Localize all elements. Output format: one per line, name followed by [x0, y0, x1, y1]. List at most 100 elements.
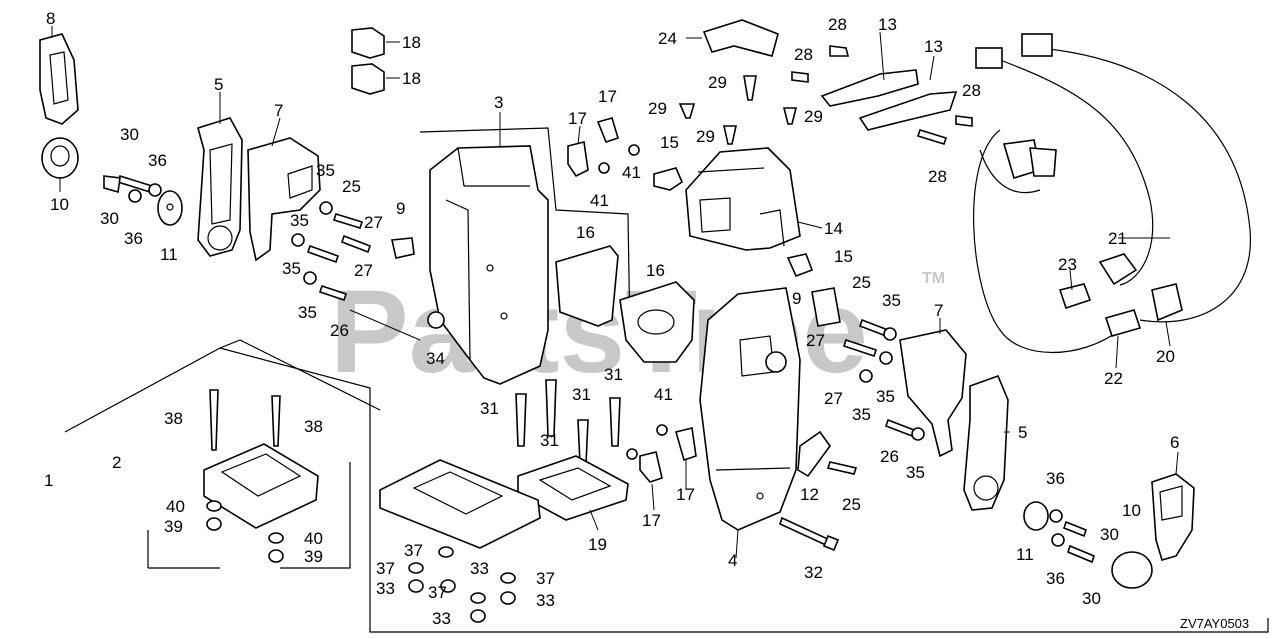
- callout-35: 35: [290, 211, 309, 230]
- part-16-plate-lower: [619, 281, 695, 363]
- part-24-cover-flap: [702, 19, 779, 57]
- callout-15: 15: [660, 133, 679, 152]
- part-17-41-clips-lower: [626, 424, 697, 483]
- part-31-bolts: [515, 379, 621, 465]
- callout-2: 2: [112, 453, 121, 472]
- callout-33: 33: [376, 579, 395, 598]
- part-hardware-right: [826, 318, 1095, 564]
- callout-30: 30: [120, 125, 139, 144]
- callout-24: 24: [658, 29, 677, 48]
- part-38-bolts: [209, 389, 281, 451]
- part-9-bushing-right: [811, 287, 841, 327]
- callout-36: 36: [1046, 569, 1065, 588]
- callout-16: 16: [646, 261, 665, 280]
- part-11-washer: [157, 190, 183, 226]
- part-3-housing-left: [427, 145, 549, 385]
- callout-32: 32: [804, 563, 823, 582]
- callout-35: 35: [876, 387, 895, 406]
- callout-27: 27: [354, 261, 373, 280]
- callout-15: 15: [834, 247, 853, 266]
- part-16-gasket-upper: [555, 245, 619, 327]
- callout-38: 38: [304, 417, 323, 436]
- callout-8: 8: [46, 9, 55, 28]
- callout-37: 37: [404, 541, 423, 560]
- callout-25: 25: [852, 273, 871, 292]
- callout-28: 28: [962, 81, 981, 100]
- callout-17: 17: [598, 87, 617, 106]
- callout-37: 37: [536, 569, 555, 588]
- callout-9: 9: [792, 289, 801, 308]
- callout-28: 28: [828, 15, 847, 34]
- part-5-control-arm-right: [963, 374, 1009, 511]
- callout-17: 17: [642, 511, 661, 530]
- callout-35: 35: [852, 405, 871, 424]
- callout-22: 22: [1104, 369, 1123, 388]
- callout-16: 16: [576, 223, 595, 242]
- part-10-bushing: [41, 137, 79, 179]
- callout-37: 37: [376, 559, 395, 578]
- part-29-screws: [678, 75, 798, 145]
- callout-31: 31: [480, 399, 499, 418]
- callout-26: 26: [880, 447, 899, 466]
- callout-29: 29: [708, 73, 727, 92]
- part-7-arm-cover-left: [247, 137, 321, 262]
- callout-28: 28: [928, 167, 947, 186]
- callout-36: 36: [124, 229, 143, 248]
- callout-40: 40: [166, 497, 185, 516]
- assembly-boundary-lines: [64, 127, 1269, 633]
- callout-35: 35: [298, 303, 317, 322]
- callout-13: 13: [878, 15, 897, 34]
- callout-30: 30: [1082, 589, 1101, 608]
- callout-5: 5: [1018, 423, 1027, 442]
- callout-30: 30: [1100, 525, 1119, 544]
- callout-31: 31: [604, 365, 623, 384]
- callout-19: 19: [588, 535, 607, 554]
- callout-31: 31: [572, 385, 591, 404]
- callout-25: 25: [842, 495, 861, 514]
- callout-27: 27: [824, 389, 843, 408]
- callout-37: 37: [428, 583, 447, 602]
- callout-38: 38: [164, 409, 183, 428]
- callout-30: 30: [100, 209, 119, 228]
- callout-39: 39: [164, 517, 183, 536]
- callout-29: 29: [648, 99, 667, 118]
- callout-6: 6: [1170, 433, 1179, 452]
- callout-12: 12: [800, 485, 819, 504]
- callout-41: 41: [654, 385, 673, 404]
- callout-33: 33: [536, 591, 555, 610]
- callout-33: 33: [470, 559, 489, 578]
- part-14-top-cover: [685, 147, 801, 251]
- callout-26: 26: [330, 321, 349, 340]
- callout-29: 29: [696, 127, 715, 146]
- callout-34: 34: [426, 349, 445, 368]
- part-30-bolts-left: [103, 175, 162, 203]
- part-37-33-nuts: [408, 546, 516, 623]
- part-15-clips: [653, 167, 814, 278]
- callout-11: 11: [1016, 545, 1034, 564]
- callout-3: 3: [494, 93, 503, 112]
- callout-35: 35: [282, 259, 301, 278]
- callout-41: 41: [590, 191, 609, 210]
- callout-10: 10: [1122, 501, 1141, 520]
- part-1-base-gasket: [379, 459, 541, 549]
- leader-lines: [51, 26, 1179, 559]
- callout-35: 35: [906, 463, 925, 482]
- part-4-housing-right: [699, 287, 801, 531]
- callout-35: 35: [882, 291, 901, 310]
- watermark-trademark: TM: [922, 270, 945, 287]
- callout-10: 10: [50, 195, 69, 214]
- part-21-wire-harness: [973, 33, 1251, 353]
- part-2-mount-plate: [203, 443, 319, 529]
- part-10-11-right: [1023, 501, 1153, 589]
- part-39-40-nuts: [206, 500, 284, 563]
- callout-4: 4: [728, 551, 737, 570]
- part-32-long-bolt: [779, 516, 840, 552]
- callout-33: 33: [432, 609, 451, 628]
- part-23-22-20-connectors: [1058, 253, 1183, 337]
- part-5-control-arm-left: [197, 117, 243, 257]
- part-35-27-26-hardware-left: [291, 201, 415, 302]
- callout-labels: 8 10 30 36 30 36 11 5 7 18 18 35 25 9 35…: [44, 9, 1179, 628]
- part-6-lever-clip-right: [1151, 473, 1195, 561]
- callout-41: 41: [622, 163, 641, 182]
